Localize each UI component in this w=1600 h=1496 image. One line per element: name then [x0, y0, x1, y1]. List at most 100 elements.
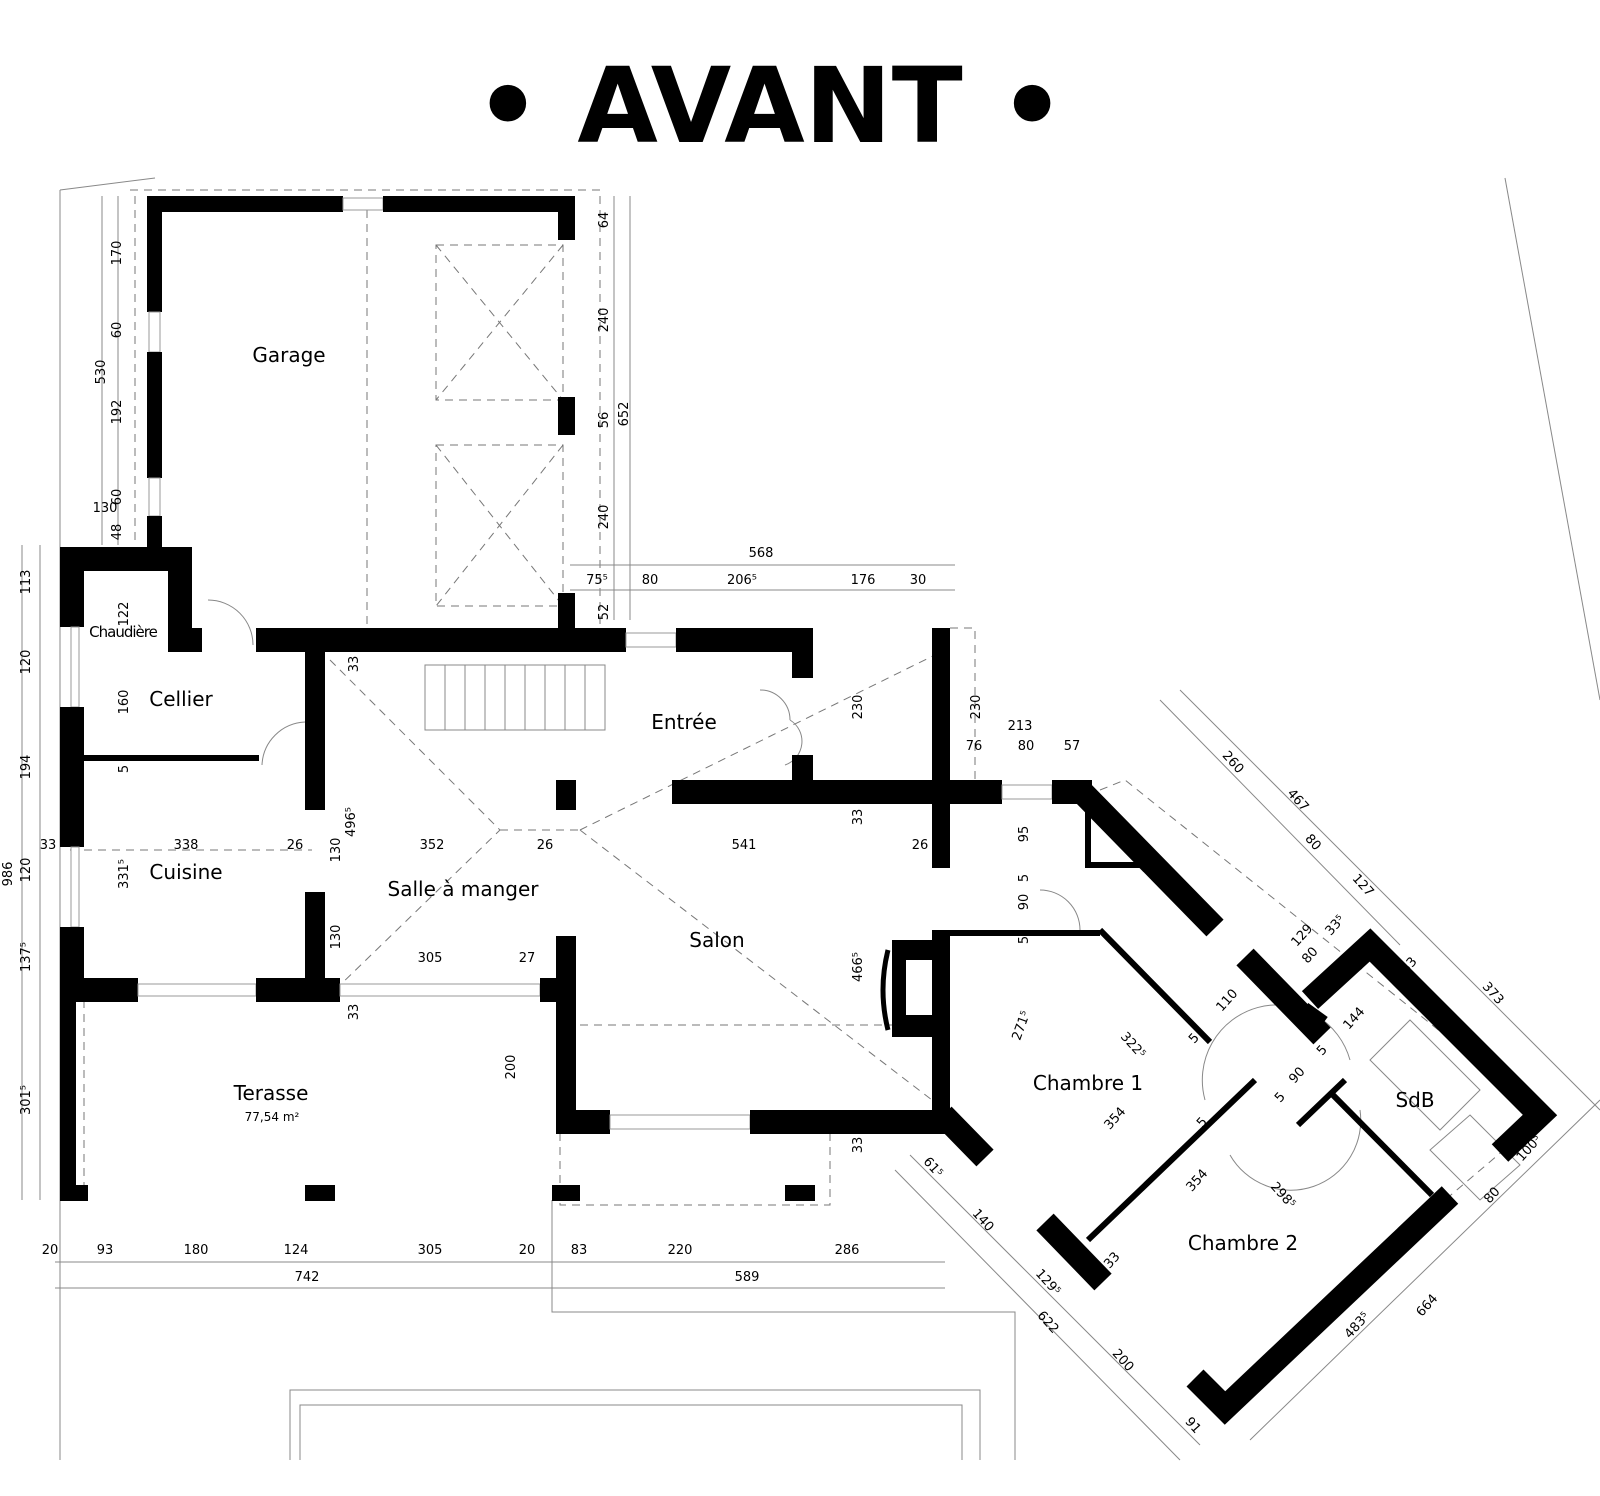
- dimension-label: 180: [184, 1243, 209, 1258]
- dimension-label: 652: [617, 402, 632, 427]
- dimension-label: 194: [19, 755, 34, 780]
- dimension-label: 286: [835, 1243, 860, 1258]
- dimension-label: 57: [1064, 739, 1081, 754]
- dimension-label: 80: [1301, 831, 1323, 853]
- dimension-label: 33: [347, 656, 362, 673]
- plan-title: • AVANT •: [475, 45, 1066, 167]
- dimension-label: 30: [910, 573, 927, 588]
- dimension-label: 301⁵: [19, 1085, 34, 1115]
- dimension-label: 120: [19, 858, 34, 883]
- dimension-label: 568: [749, 546, 774, 561]
- dimension-label: 986: [1, 862, 16, 887]
- room-labels: Garage Chaudière Cellier Cuisine Salle à…: [89, 343, 1434, 1255]
- site-lines: [59, 177, 1600, 1460]
- room-salon: Salon: [689, 928, 744, 952]
- dimension-label: 33: [851, 809, 866, 826]
- dimension-label: 20: [519, 1243, 536, 1258]
- dimension-label: 93: [97, 1243, 114, 1258]
- dimension-label: 124: [284, 1243, 309, 1258]
- dimension-label: 338: [174, 838, 199, 853]
- dimension-label: 192: [110, 400, 125, 425]
- room-entree: Entrée: [651, 710, 717, 734]
- dimension-label: 27: [519, 951, 536, 966]
- dimension-label: 60: [110, 322, 125, 339]
- dimension-label: 230: [969, 695, 984, 720]
- dimension-label: 742: [295, 1270, 320, 1285]
- dimension-label: 373: [1479, 979, 1507, 1007]
- dimension-label: 331⁵: [117, 859, 132, 889]
- dimension-label: 213: [1008, 719, 1033, 734]
- dimension-label: 48: [110, 524, 125, 541]
- dimension-label: 5: [1314, 1043, 1331, 1059]
- dimension-label: 110: [1214, 986, 1242, 1014]
- dimension-label: 352: [420, 838, 445, 853]
- dimension-label: 56: [597, 412, 612, 429]
- dimension-label: 160: [117, 690, 132, 715]
- room-salle-a-manger: Salle à manger: [388, 877, 540, 901]
- dimension-label: 130: [93, 501, 118, 516]
- dimension-label: 90: [1017, 894, 1032, 911]
- room-terasse: Terasse: [233, 1081, 309, 1105]
- dimension-label: 271⁵: [1010, 1009, 1034, 1042]
- dimension-label: 140: [969, 1206, 997, 1234]
- dimension-label: 354: [1102, 1104, 1130, 1132]
- dimension-label: 33: [40, 838, 57, 853]
- dimension-label: 33: [851, 1137, 866, 1154]
- dimension-label: 467: [1284, 786, 1312, 814]
- dimension-label: 129: [1289, 921, 1317, 949]
- dimension-label: 120: [19, 650, 34, 675]
- dimension-label: 5: [1272, 1090, 1289, 1106]
- dimension-label: 95: [1017, 826, 1032, 843]
- dimension-label: 137⁵: [19, 942, 34, 972]
- dimension-label: 589: [735, 1270, 760, 1285]
- dimension-label: 305: [418, 1243, 443, 1258]
- dimension-label: 80: [1018, 739, 1035, 754]
- dimension-label: 176: [851, 573, 876, 588]
- dimension-label: 90: [1286, 1064, 1308, 1086]
- dimension-label: 83: [571, 1243, 588, 1258]
- dimension-label: 122: [117, 602, 132, 627]
- dimension-label: 230: [851, 695, 866, 720]
- room-garage: Garage: [252, 343, 325, 367]
- dimension-label: 33⁵: [1323, 913, 1349, 939]
- room-cellier: Cellier: [149, 687, 213, 711]
- dimension-label: 5: [1017, 936, 1032, 944]
- walls: [60, 196, 1558, 1425]
- dimension-label: 130: [329, 838, 344, 863]
- dimension-label: 76: [966, 739, 983, 754]
- dimension-label: 664: [1414, 1291, 1442, 1319]
- dimension-label: 622: [1034, 1308, 1062, 1336]
- dimension-label: 240: [597, 308, 612, 333]
- dimension-label: 5: [117, 765, 132, 773]
- dimension-label: 26: [537, 838, 554, 853]
- dimension-label: 5: [1017, 874, 1032, 882]
- dimension-label: 206⁵: [727, 573, 757, 588]
- dimension-label: 240: [597, 505, 612, 530]
- dimension-label: 91: [1181, 1414, 1203, 1436]
- dimension-label: 130: [329, 925, 344, 950]
- dimension-label: 33: [347, 1004, 362, 1021]
- dimension-label: 80: [642, 573, 659, 588]
- dimension-label: 170: [110, 241, 125, 266]
- dimension-label: 144: [1341, 1004, 1369, 1032]
- room-sdb: SdB: [1395, 1088, 1434, 1112]
- dimension-label: 541: [732, 838, 757, 853]
- dimension-label: 496⁵: [344, 807, 359, 837]
- dimension-label: 60: [110, 489, 125, 506]
- room-cuisine: Cuisine: [149, 860, 222, 884]
- room-chambre-1: Chambre 1: [1033, 1071, 1143, 1095]
- dimension-label: 20: [42, 1243, 59, 1258]
- dimension-label: 305: [418, 951, 443, 966]
- dimension-label: 64: [597, 212, 612, 229]
- dimension-label: 298⁵: [1267, 1179, 1298, 1211]
- dimension-label: 200: [504, 1055, 519, 1080]
- dimension-label: 322⁵: [1117, 1029, 1148, 1061]
- room-chaudiere: Chaudière: [89, 623, 157, 641]
- dimension-label: 530: [94, 360, 109, 385]
- terasse-area: 77,54 m²: [245, 1110, 300, 1124]
- dimension-label: 129⁵: [1032, 1266, 1063, 1298]
- dimension-label: 80: [1299, 944, 1321, 966]
- dimension-label: 220: [668, 1243, 693, 1258]
- room-chambre-2: Chambre 2: [1188, 1231, 1298, 1255]
